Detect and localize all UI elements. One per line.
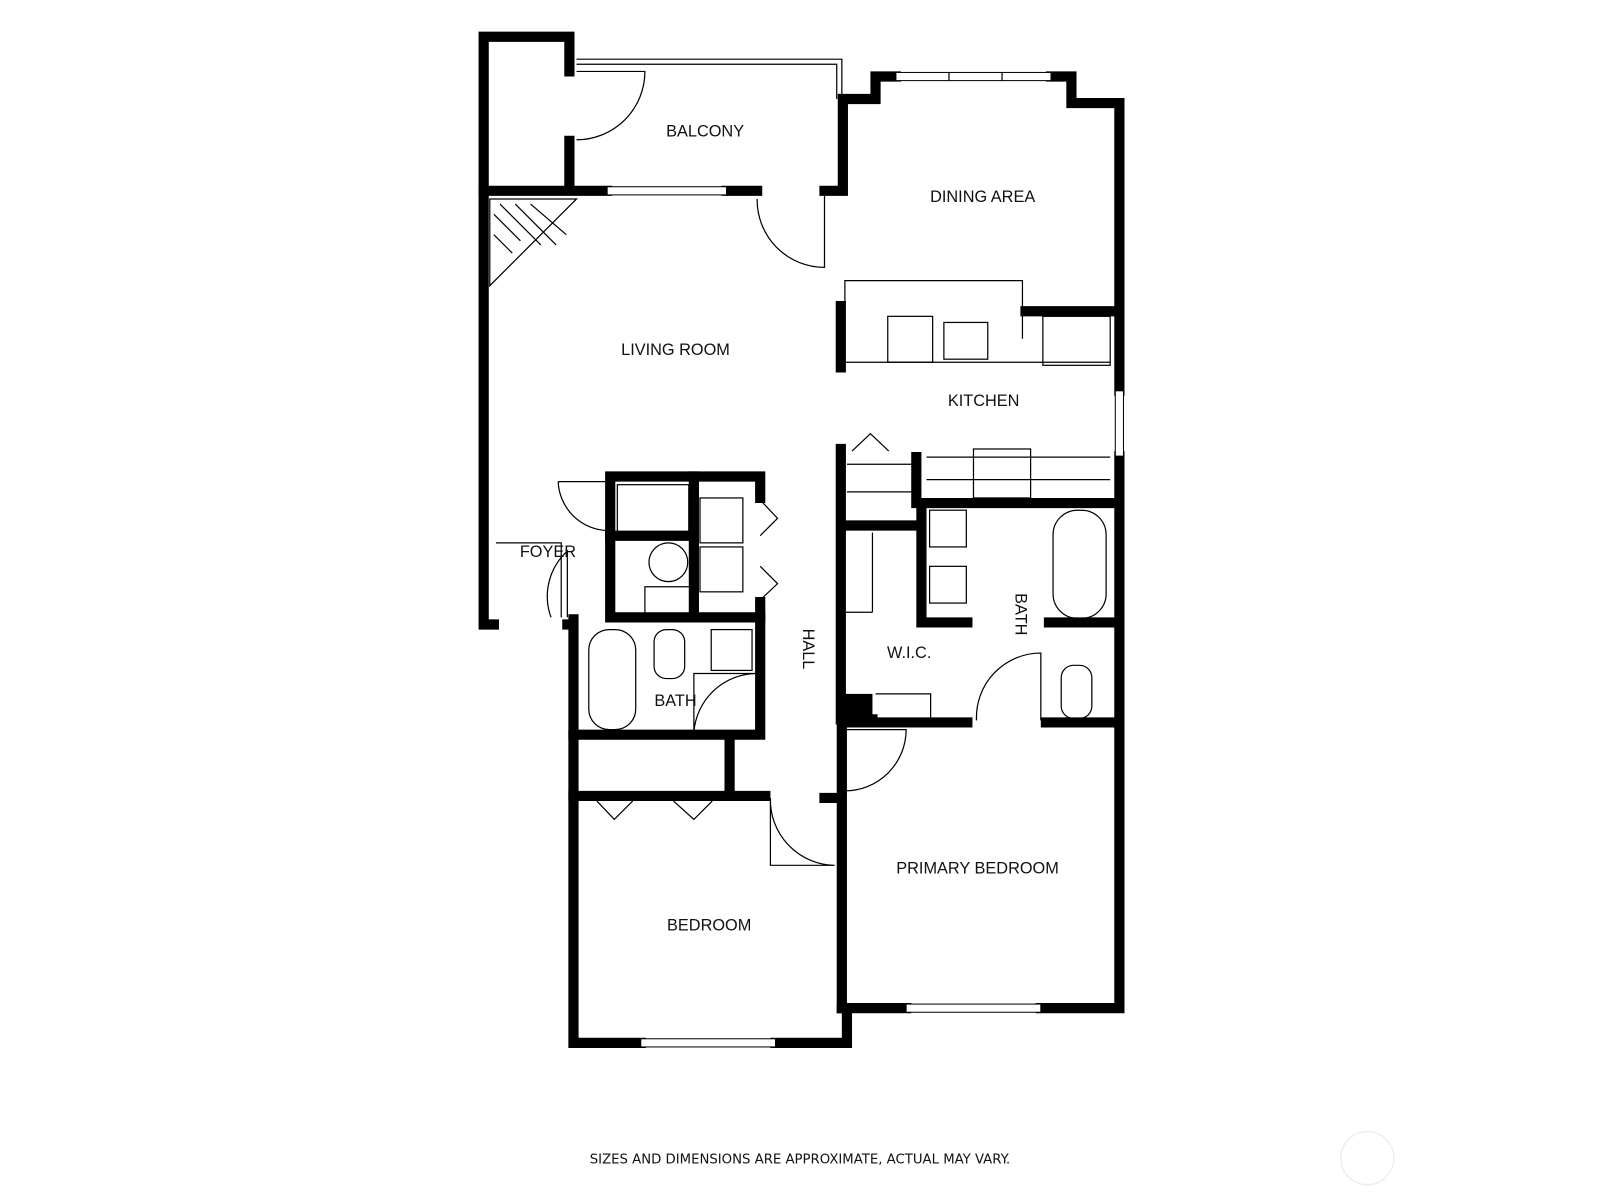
room-label-bedroom: BEDROOM <box>667 917 751 935</box>
walls <box>478 31 1125 1048</box>
room-label-kitchen: KITCHEN <box>948 392 1020 410</box>
room-label-dining-area: DINING AREA <box>930 188 1035 206</box>
water-heater-icon <box>648 542 689 583</box>
room-label-balcony: BALCONY <box>666 123 744 141</box>
room-label-wic: W.I.C. <box>887 644 931 662</box>
disclaimer-note: SIZES AND DIMENSIONS ARE APPROXIMATE, AC… <box>590 1152 1010 1167</box>
fixtures <box>489 198 1111 731</box>
room-labels: BALCONY DINING AREA LIVING ROOM KITCHEN … <box>520 123 1059 935</box>
room-label-primary-bedroom: PRIMARY BEDROOM <box>896 859 1059 877</box>
room-label-foyer: FOYER <box>520 543 576 561</box>
room-label-bath: BATH <box>654 692 696 710</box>
room-label-primary-bath: BATH <box>1011 593 1029 635</box>
room-label-living-room: LIVING ROOM <box>621 341 730 359</box>
doors <box>495 70 1042 866</box>
watermark-logo <box>1340 1130 1395 1186</box>
room-label-hall: HALL <box>799 629 817 670</box>
windows <box>576 58 1124 1048</box>
